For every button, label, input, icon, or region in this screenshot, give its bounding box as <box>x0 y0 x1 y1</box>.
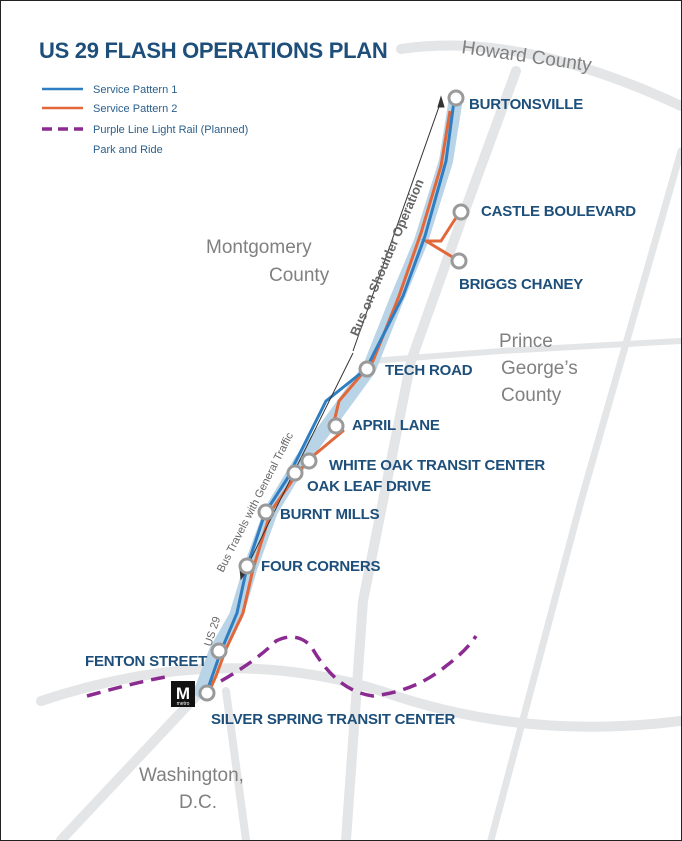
legend-label-pattern-1: Service Pattern 1 <box>93 84 177 96</box>
metro-icon-letter: M <box>176 684 190 703</box>
metro-icon: M metro <box>171 681 195 707</box>
station-label-white-oak: WHITE OAK TRANSIT CENTER <box>329 457 545 474</box>
station-label-briggs-chaney: BRIGGS CHANEY <box>459 276 583 293</box>
far-east-road <box>487 147 681 840</box>
metro-icon-word: metro <box>177 701 190 707</box>
dc-road-south <box>222 687 250 840</box>
region-howard-county: Howard County <box>460 37 593 76</box>
region-montgomery-line2: County <box>269 265 330 286</box>
purple-line-light-rail <box>86 635 478 698</box>
diagonal-road <box>368 338 681 364</box>
station-marker-silver-spring[interactable] <box>198 684 216 702</box>
legend-label-purple-line: Purple Line Light Rail (Planned) <box>93 124 248 136</box>
pattern-2-branch <box>420 212 461 263</box>
region-montgomery-line1: Montgomery <box>206 237 312 258</box>
county-line-road <box>396 40 681 111</box>
station-label-tech-road: TECH ROAD <box>385 362 473 379</box>
station-label-fenton-street: FENTON STREET <box>85 653 207 670</box>
station-marker-burnt-mills[interactable] <box>257 503 275 521</box>
station-marker-fenton-street[interactable] <box>210 642 228 660</box>
dc-road-west <box>56 686 206 840</box>
station-label-castle-boulevard: CASTLE BOULEVARD <box>481 203 636 220</box>
region-pg-line1: Prince <box>499 331 553 352</box>
station-label-april-lane: APRIL LANE <box>352 417 440 434</box>
region-pg-line2: George’s <box>501 358 578 379</box>
station-marker-white-oak[interactable] <box>300 452 318 470</box>
station-label-silver-spring: SILVER SPRING TRANSIT CENTER <box>211 711 456 728</box>
beltway-road <box>36 663 681 732</box>
service-pattern-1-line <box>204 100 456 695</box>
map-title: US 29 FLASH OPERATIONS PLAN <box>39 38 387 63</box>
station-marker-april-lane[interactable] <box>327 417 345 435</box>
service-pattern-2-line <box>206 110 452 695</box>
station-marker-briggs-chaney[interactable] <box>450 252 468 270</box>
region-dc-line2: D.C. <box>179 792 217 813</box>
station-marker-burtonsville[interactable] <box>447 89 465 107</box>
station-marker-four-corners[interactable] <box>238 557 256 575</box>
station-label-burnt-mills: BURNT MILLS <box>280 506 380 523</box>
station-marker-oak-leaf[interactable] <box>286 464 304 482</box>
background-roads <box>36 40 681 840</box>
legend-label-pattern-2: Service Pattern 2 <box>93 103 177 115</box>
station-marker-castle-boulevard[interactable] <box>452 203 470 221</box>
legend: Service Pattern 1 Service Pattern 2 Purp… <box>42 84 248 156</box>
legend-label-park-ride: Park and Ride <box>93 144 163 156</box>
station-label-burtonsville: BURTONSVILLE <box>469 96 583 113</box>
station-marker-tech-road[interactable] <box>358 360 376 378</box>
station-label-four-corners: FOUR CORNERS <box>261 558 380 575</box>
region-dc-line1: Washington, <box>139 765 244 786</box>
station-markers <box>198 89 470 702</box>
region-pg-line3: County <box>501 385 562 406</box>
station-label-oak-leaf: OAK LEAF DRIVE <box>307 478 431 495</box>
